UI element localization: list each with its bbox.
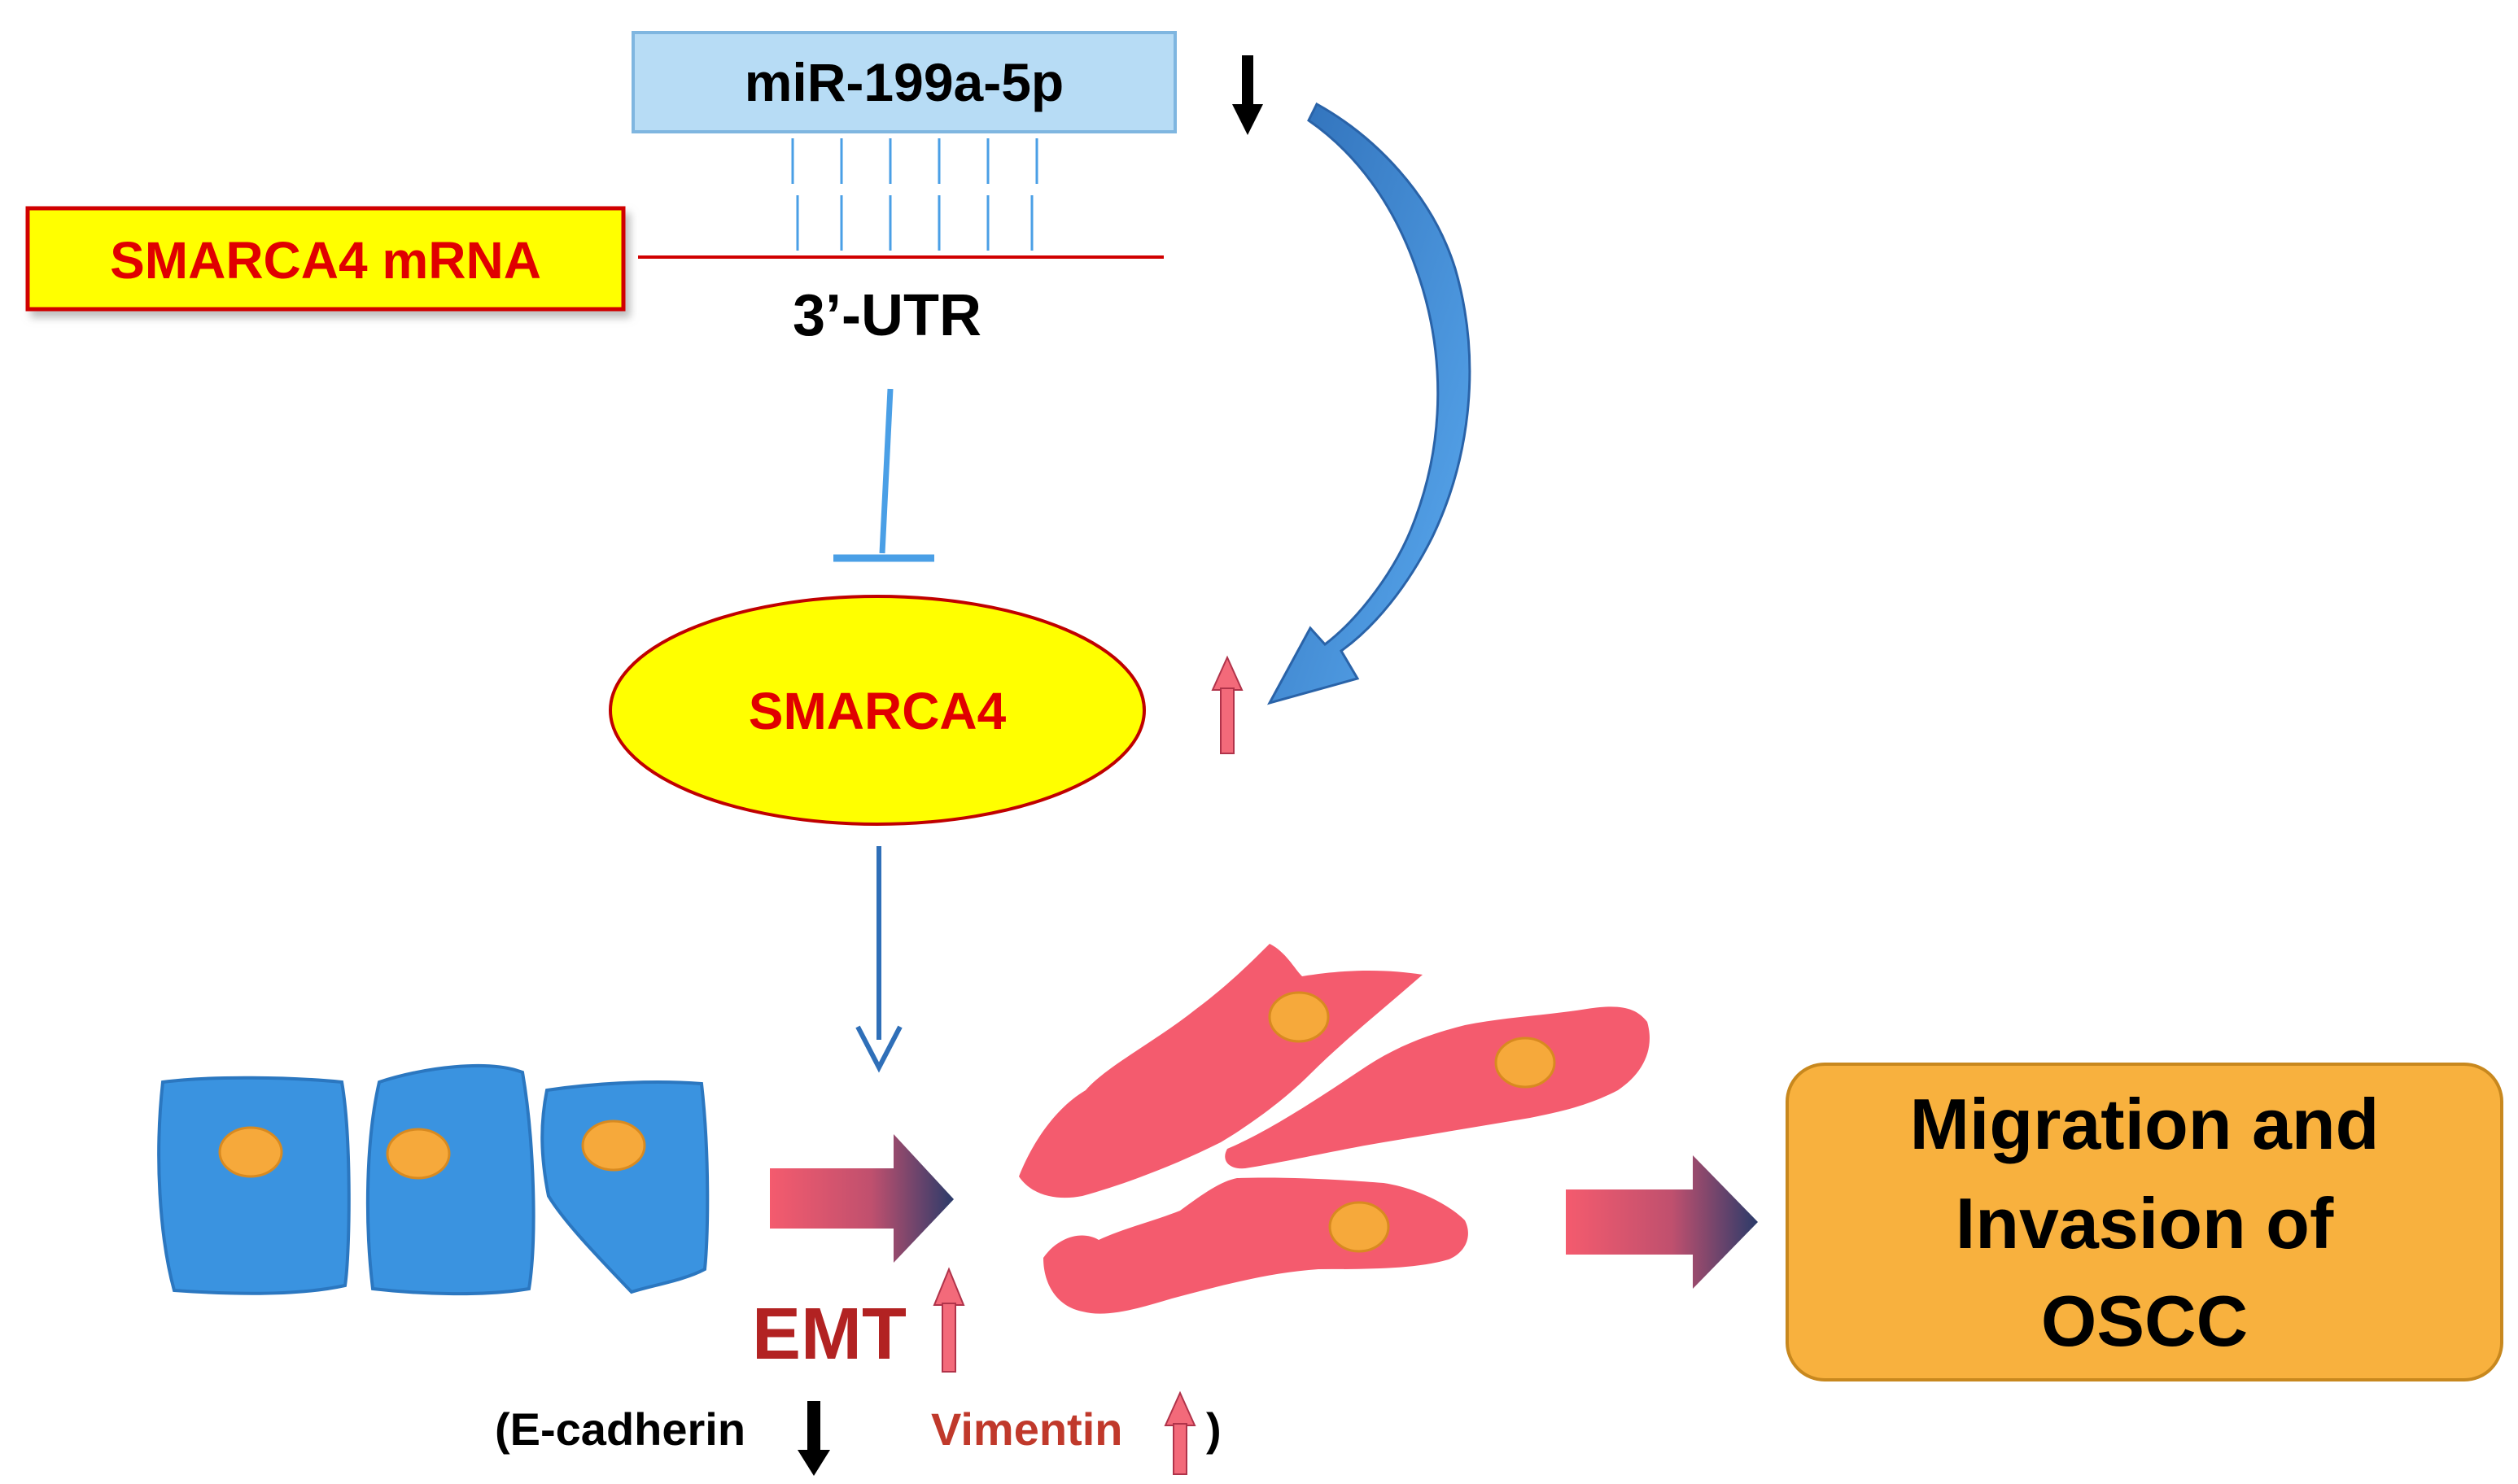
emt-transition-arrow	[770, 1134, 954, 1263]
outcome-line-3: OSCC	[2041, 1281, 2248, 1361]
outcome-line-2: Invasion of	[1956, 1183, 2334, 1264]
emt-label: EMT	[752, 1294, 907, 1375]
nucleus	[581, 1120, 646, 1172]
outcome-arrow	[1566, 1155, 1758, 1289]
nucleus	[1494, 1037, 1556, 1089]
epithelial-cells	[157, 1063, 710, 1296]
down-arrow-icon	[1232, 55, 1263, 135]
nucleus	[218, 1126, 283, 1178]
ecadherin-label: (E-cadherin	[495, 1403, 745, 1455]
outcome-node: Migration and Invasion of OSCC	[1786, 1063, 2503, 1381]
up-arrow-icon	[1211, 655, 1244, 754]
protein-label: SMARCA4	[749, 682, 1007, 740]
epithelial-cell	[365, 1063, 536, 1296]
mrna-node: SMARCA4 mRNA	[25, 206, 626, 312]
outcome-line-1: Migration and	[1910, 1084, 2380, 1164]
nucleus	[1328, 1201, 1390, 1253]
epithelial-cell	[157, 1076, 351, 1295]
mirna-label: miR-199a-5p	[745, 52, 1064, 112]
mrna-label: SMARCA4 mRNA	[110, 231, 541, 290]
up-arrow-icon	[933, 1267, 965, 1373]
curved-arrow-icon	[1266, 102, 1471, 705]
mirna-node: miR-199a-5p	[632, 31, 1177, 133]
down-arrow-icon	[798, 1401, 830, 1476]
vimentin-label: Vimentin	[931, 1403, 1122, 1455]
inhibition-icon	[833, 388, 934, 562]
mesenchymal-cell	[1043, 1177, 1468, 1314]
nucleus	[386, 1128, 451, 1180]
epithelial-cell	[540, 1080, 710, 1294]
nucleus	[1268, 991, 1330, 1043]
down-arrow-icon	[855, 846, 903, 1073]
up-arrow-icon	[1164, 1390, 1196, 1475]
protein-node: SMARCA4	[609, 595, 1146, 826]
marker-close: )	[1206, 1403, 1222, 1455]
utr-label: 3’-UTR	[793, 283, 981, 348]
mesenchymal-cells	[1019, 944, 1650, 1314]
base-pairing-lines	[791, 138, 1038, 251]
